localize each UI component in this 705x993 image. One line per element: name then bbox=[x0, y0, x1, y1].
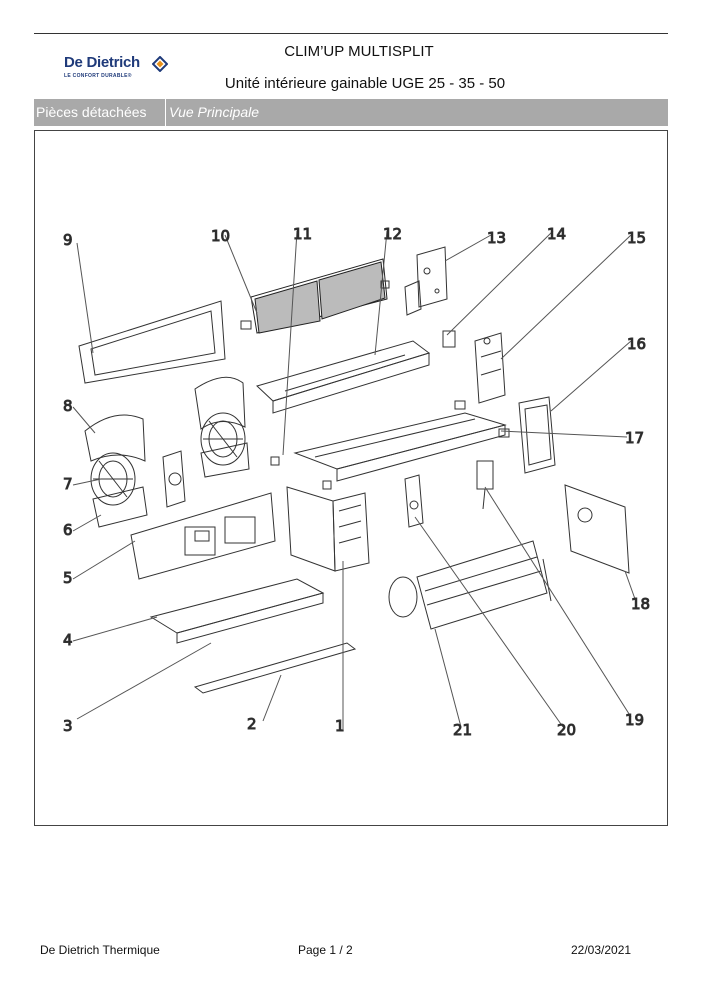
leader-lines bbox=[72, 230, 636, 729]
header-rule bbox=[34, 33, 668, 34]
callout-21: 21 bbox=[453, 721, 472, 739]
view-label: Vue Principale bbox=[169, 104, 260, 120]
part-4-bottom-cover bbox=[149, 578, 325, 644]
clips bbox=[270, 400, 510, 490]
callout-5: 5 bbox=[63, 569, 73, 587]
callout-8: 8 bbox=[63, 397, 73, 415]
callout-9: 9 bbox=[63, 231, 73, 249]
part-8-fan-housing bbox=[84, 376, 246, 462]
part-6-fan-lower bbox=[92, 442, 250, 528]
footer-company: De Dietrich Thermique bbox=[40, 943, 160, 957]
callout-6: 6 bbox=[63, 521, 73, 539]
footer-date: 22/03/2021 bbox=[571, 943, 632, 957]
fan-motor bbox=[162, 450, 186, 508]
part-10-filter-mesh bbox=[240, 258, 390, 334]
brand-tagline: LE CONFORT DURABLE® bbox=[64, 73, 132, 79]
exploded-view-drawing: 1 2 3 4 5 6 7 8 9 10 11 12 13 14 15 16 1… bbox=[63, 225, 651, 740]
footer-page: Page 1 / 2 bbox=[298, 943, 353, 957]
section-bar: Pièces détachées Vue Principale bbox=[34, 99, 668, 126]
part-17-drain-pan bbox=[293, 412, 507, 482]
callout-10: 10 bbox=[211, 227, 230, 245]
callout-7: 7 bbox=[63, 475, 73, 493]
callout-19: 19 bbox=[625, 711, 644, 729]
part-7-blower-wheel bbox=[90, 412, 246, 506]
callout-15: 15 bbox=[627, 229, 646, 247]
exploded-view-frame: 1 2 3 4 5 6 7 8 9 10 11 12 13 14 15 16 1… bbox=[34, 130, 668, 826]
callout-14: 14 bbox=[547, 225, 566, 243]
callout-labels: 1 2 3 4 5 6 7 8 9 10 11 12 13 14 15 16 1… bbox=[63, 225, 651, 740]
brand-logo: De Dietrich LE CONFORT DURABLE® bbox=[64, 54, 174, 84]
callout-1: 1 bbox=[335, 717, 345, 735]
callout-17: 17 bbox=[625, 429, 644, 447]
part-16-side-panel bbox=[518, 396, 556, 474]
part-19-valve bbox=[476, 460, 494, 510]
part-21-heat-exchanger bbox=[388, 540, 552, 630]
callout-11: 11 bbox=[293, 225, 312, 243]
brand-diamond-icon bbox=[152, 56, 168, 72]
part-15-pcb bbox=[474, 332, 506, 404]
callout-2: 2 bbox=[247, 715, 257, 733]
section-label: Pièces détachées bbox=[34, 99, 166, 126]
callout-13: 13 bbox=[487, 229, 506, 247]
document-title: CLIM’UP MULTISPLIT bbox=[284, 43, 434, 60]
part-18-rear-panel bbox=[564, 484, 630, 574]
callout-4: 4 bbox=[63, 631, 73, 649]
document-subtitle: Unité intérieure gainable UGE 25 - 35 - … bbox=[224, 75, 506, 92]
part-20-plate bbox=[404, 474, 424, 528]
part-14-block bbox=[442, 330, 456, 348]
part-12-top-housing bbox=[256, 340, 431, 414]
part-1-chassis bbox=[286, 486, 370, 572]
callout-12: 12 bbox=[383, 225, 402, 243]
callout-18: 18 bbox=[631, 595, 650, 613]
callout-3: 3 bbox=[63, 717, 73, 735]
callout-20: 20 bbox=[557, 721, 576, 739]
part-13-bracket bbox=[404, 246, 448, 316]
callout-16: 16 bbox=[627, 335, 646, 353]
part-2-return-grille bbox=[193, 642, 357, 694]
part-5-front-panel bbox=[130, 492, 276, 580]
part-9-filter-frame bbox=[78, 300, 226, 384]
brand-name: De Dietrich bbox=[64, 54, 140, 71]
